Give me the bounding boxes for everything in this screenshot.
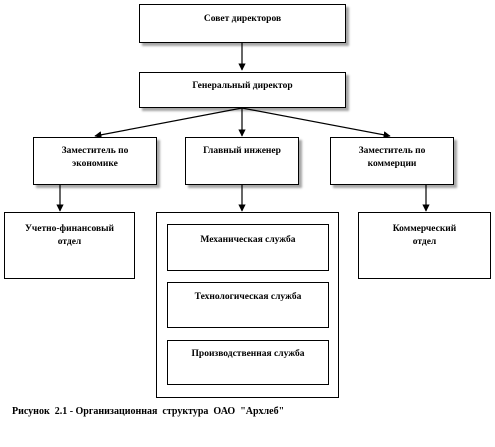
arrow-gd-to-economics <box>94 107 243 139</box>
figure-caption: Рисунок 2.1 - Организационная структура … <box>12 406 285 417</box>
commercial-dept-box: Коммерческий отдел <box>358 212 491 279</box>
commercial-dept-label: Коммерческий отдел <box>392 224 457 247</box>
deputy-commerce-box: Заместитель по коммерции <box>330 137 454 185</box>
deputy-economics-label: Заместитель по экономике <box>61 146 129 169</box>
mechanical-service-label: Механическая служба <box>200 235 296 245</box>
technological-service-label: Технологическая служба <box>194 292 302 302</box>
accounting-dept-label: Учетно-финансовый отдел <box>24 224 115 247</box>
technological-service-box: Технологическая служба <box>167 282 329 328</box>
mechanical-service-box: Механическая служба <box>167 224 329 271</box>
board-of-directors-label: Совет директоров <box>203 14 282 24</box>
arrow-gd-to-commerce <box>241 107 391 139</box>
deputy-economics-box: Заместитель по экономике <box>33 137 157 185</box>
accounting-dept-box: Учетно-финансовый отдел <box>4 212 135 279</box>
deputy-commerce-label: Заместитель по коммерции <box>358 146 426 169</box>
chief-engineer-label: Главный инженер <box>203 146 281 156</box>
general-director-box: Генеральный директор <box>139 72 346 108</box>
production-service-label: Производственная служба <box>191 349 305 359</box>
chief-engineer-box: Главный инженер <box>185 137 299 185</box>
general-director-label: Генеральный директор <box>192 81 293 91</box>
production-service-box: Производственная служба <box>167 340 329 385</box>
board-of-directors-box: Совет директоров <box>139 4 346 43</box>
